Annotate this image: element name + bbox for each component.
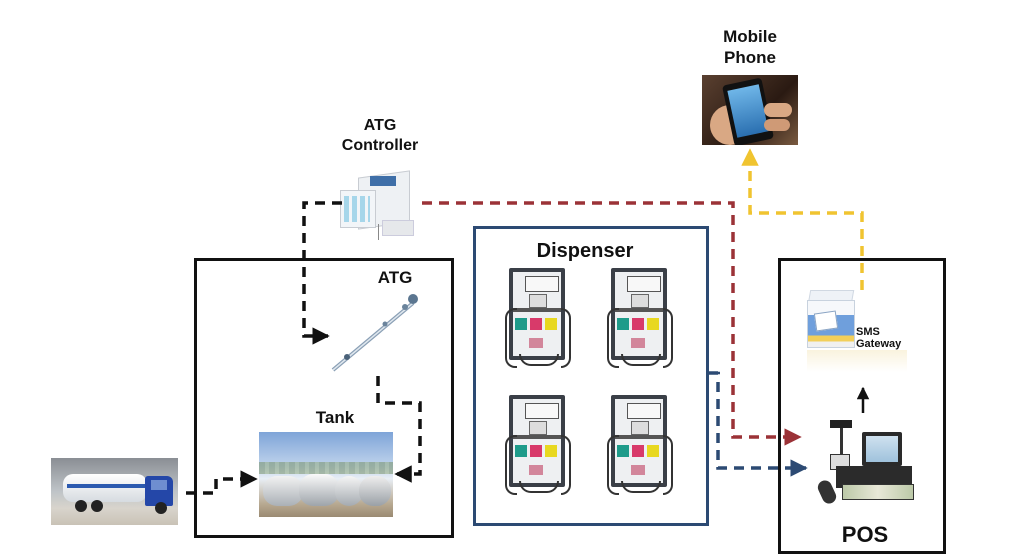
sms-gateway-label-line1: SMS — [856, 326, 880, 338]
pos-label: POS — [841, 522, 889, 547]
mobile-phone-label: Mobile Phone — [700, 26, 800, 68]
atg-controller-label: ATG Controller — [330, 116, 430, 156]
atg-controller-label-line2: Controller — [341, 137, 419, 154]
dispenser-icon — [505, 268, 571, 368]
tanker-truck-icon — [51, 458, 178, 525]
sms-gateway-label: SMS Gateway — [856, 326, 916, 350]
sms-gateway-label-line2: Gateway — [856, 338, 902, 350]
pos-box — [778, 258, 946, 554]
tank-icon — [259, 432, 393, 517]
dispenser-icon — [505, 395, 571, 495]
mobile-phone-icon — [702, 75, 798, 145]
sms-gateway-reflection — [807, 350, 907, 372]
atg-controller-icon — [338, 170, 418, 240]
dispenser-icon — [607, 395, 673, 495]
dispenser-label: Dispenser — [536, 240, 634, 262]
dispenser-icon — [607, 268, 673, 368]
pos-terminal-icon — [815, 418, 923, 508]
atg-label: ATG — [377, 268, 413, 287]
mobile-phone-label-line1: Mobile — [723, 27, 777, 46]
sms-gateway-icon — [805, 290, 855, 348]
tank-label: Tank — [315, 408, 355, 427]
atg-controller-label-line1: ATG — [363, 117, 397, 134]
mobile-phone-label-line2: Phone — [724, 48, 776, 67]
atg-probe-icon — [331, 294, 418, 372]
